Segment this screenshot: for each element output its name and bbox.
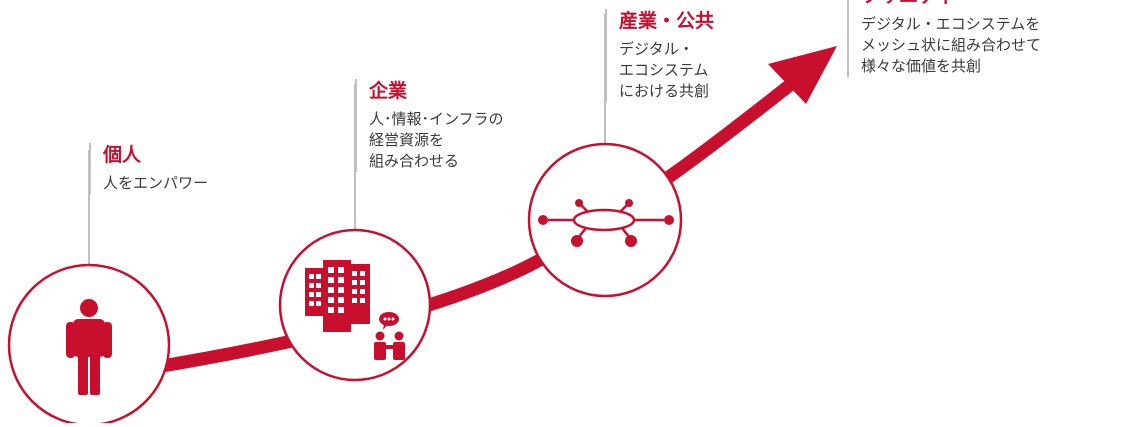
stage-enterprise: 企業 人･情報･インフラの 経営資源を 組み合わせる: [355, 79, 504, 172]
stage-description-line: 人をエンパワー: [103, 174, 209, 192]
stage-title: ソサエティ: [861, 0, 1041, 8]
stage-description-line: デジタル・: [619, 40, 694, 58]
stage-circle-industry: [527, 142, 683, 298]
building-meeting-icon: [305, 260, 405, 360]
stage-description: デジタル・ エコシステム における共創: [619, 39, 714, 102]
stage-description: 人･情報･インフラの 経営資源を 組み合わせる: [369, 109, 504, 172]
stage-society: ソサエティ デジタル・エコシステムを メッシュ状に組み合わせて 様々な価値を共創: [847, 0, 1041, 77]
stage-description-line: における共創: [619, 82, 710, 100]
stage-title: 企業: [369, 80, 408, 102]
stage-description: 人をエンパワー: [103, 173, 208, 194]
stage-title: 産業・公共: [619, 10, 715, 32]
growth-arrow-head-icon: [768, 46, 837, 104]
stage-description-line: エコシステム: [619, 61, 709, 79]
stage-title: 個人: [103, 144, 142, 166]
stage-description-line: 人･情報･インフラの: [369, 110, 504, 128]
network-icon: [538, 199, 674, 247]
stage-description-line: 組み合わせる: [369, 152, 460, 170]
stage-description-line: メッシュ状に組み合わせて: [861, 36, 1042, 54]
stage-description-line: 経営資源を: [369, 131, 445, 149]
stage-description-line: デジタル・エコシステムを: [861, 15, 1041, 33]
stage-description: デジタル・エコシステムを メッシュ状に組み合わせて 様々な価値を共創: [861, 14, 1041, 77]
stage-industry-public: 産業・公共 デジタル・ エコシステム における共創: [605, 9, 714, 102]
stage-description-line: 様々な価値を共創: [861, 57, 982, 75]
person-icon: [66, 299, 112, 395]
stage-individual: 個人 人をエンパワー: [89, 143, 208, 194]
